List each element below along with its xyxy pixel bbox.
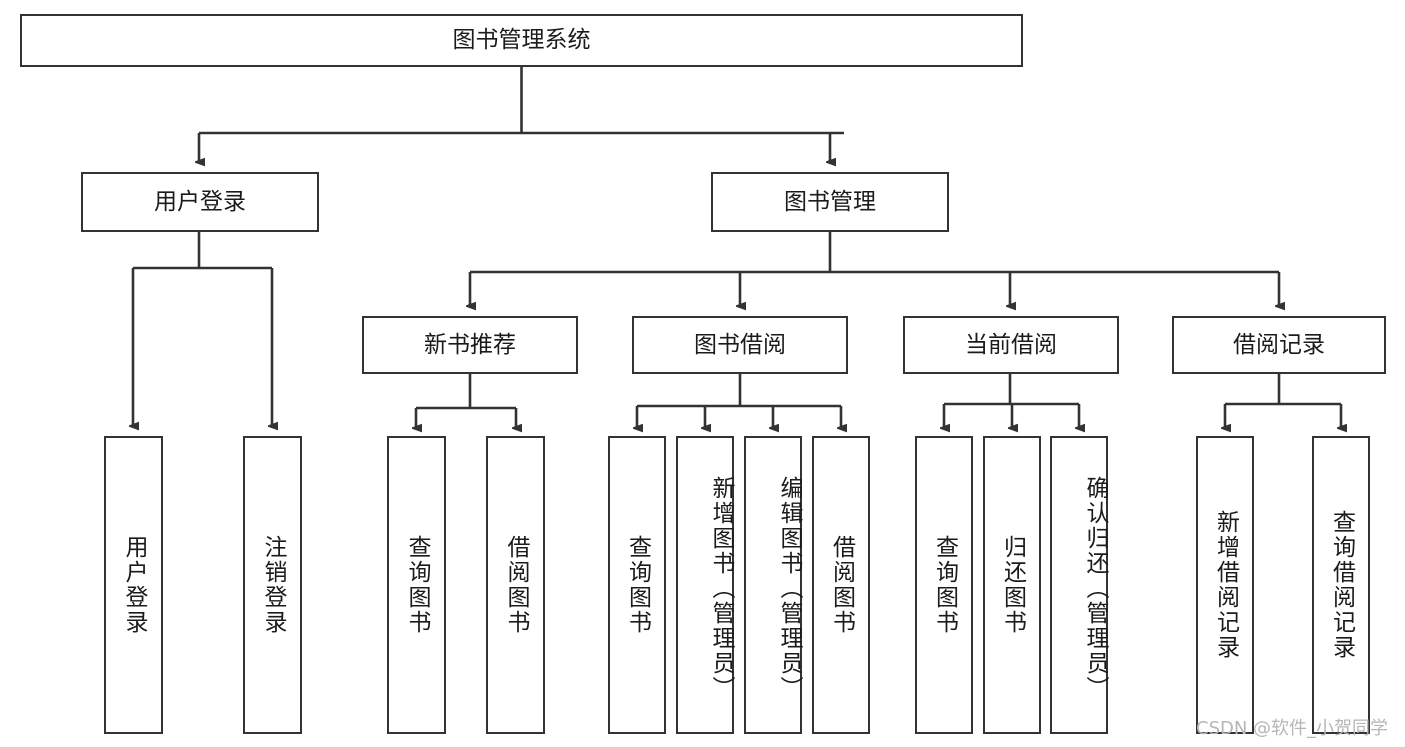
node-leaf-edit-book-admin-label: 编辑图书（管理员） bbox=[776, 475, 802, 701]
node-current-borrow-label: 当前借阅 bbox=[965, 331, 1057, 358]
node-borrow-record[interactable]: 借阅记录 bbox=[1172, 316, 1386, 374]
node-leaf-query-borrow-record[interactable]: 查询借阅记录 bbox=[1312, 436, 1370, 734]
node-new-book-recommend-label: 新书推荐 bbox=[424, 331, 516, 358]
node-leaf-user-login[interactable]: 用户登录 bbox=[104, 436, 163, 734]
node-leaf-query-book-2-label: 查询图书 bbox=[624, 535, 651, 635]
node-root-label: 图书管理系统 bbox=[452, 27, 591, 54]
node-leaf-logout[interactable]: 注销登录 bbox=[243, 436, 302, 734]
node-leaf-return-book-label: 归还图书 bbox=[999, 535, 1026, 635]
node-book-management[interactable]: 图书管理 bbox=[711, 172, 949, 232]
node-book-borrow[interactable]: 图书借阅 bbox=[632, 316, 848, 374]
node-leaf-add-book-admin-label: 新增图书（管理员） bbox=[708, 475, 734, 701]
node-leaf-return-book[interactable]: 归还图书 bbox=[983, 436, 1041, 734]
node-leaf-query-borrow-record-label: 查询借阅记录 bbox=[1328, 510, 1355, 660]
node-leaf-query-book-1-label: 查询图书 bbox=[404, 535, 430, 635]
node-book-management-label: 图书管理 bbox=[784, 188, 876, 215]
node-leaf-query-book-2[interactable]: 查询图书 bbox=[608, 436, 666, 734]
node-leaf-borrow-book-2[interactable]: 借阅图书 bbox=[812, 436, 870, 734]
watermark: CSDN @软件_小贺同学 bbox=[1196, 718, 1389, 739]
node-borrow-record-label: 借阅记录 bbox=[1233, 331, 1325, 358]
node-leaf-query-book-3[interactable]: 查询图书 bbox=[915, 436, 973, 734]
node-user-login[interactable]: 用户登录 bbox=[81, 172, 319, 232]
node-leaf-confirm-return-admin[interactable]: 确认归还（管理员） bbox=[1050, 436, 1108, 734]
node-leaf-user-login-label: 用户登录 bbox=[121, 535, 147, 635]
node-leaf-add-borrow-record-label: 新增借阅记录 bbox=[1212, 510, 1239, 660]
node-leaf-borrow-book-1-label: 借阅图书 bbox=[503, 535, 529, 635]
node-leaf-add-borrow-record[interactable]: 新增借阅记录 bbox=[1196, 436, 1254, 734]
node-leaf-edit-book-admin[interactable]: 编辑图书（管理员） bbox=[744, 436, 802, 734]
node-book-borrow-label: 图书借阅 bbox=[694, 331, 786, 358]
node-leaf-borrow-book-1[interactable]: 借阅图书 bbox=[486, 436, 545, 734]
node-leaf-borrow-book-2-label: 借阅图书 bbox=[828, 535, 855, 635]
node-leaf-logout-label: 注销登录 bbox=[260, 535, 286, 635]
node-leaf-query-book-3-label: 查询图书 bbox=[931, 535, 958, 635]
node-user-login-label: 用户登录 bbox=[154, 188, 246, 215]
node-leaf-query-book-1[interactable]: 查询图书 bbox=[387, 436, 446, 734]
node-root[interactable]: 图书管理系统 bbox=[20, 14, 1023, 67]
node-leaf-add-book-admin[interactable]: 新增图书（管理员） bbox=[676, 436, 734, 734]
node-leaf-confirm-return-admin-label: 确认归还（管理员） bbox=[1082, 475, 1108, 701]
node-new-book-recommend[interactable]: 新书推荐 bbox=[362, 316, 578, 374]
node-current-borrow[interactable]: 当前借阅 bbox=[903, 316, 1119, 374]
